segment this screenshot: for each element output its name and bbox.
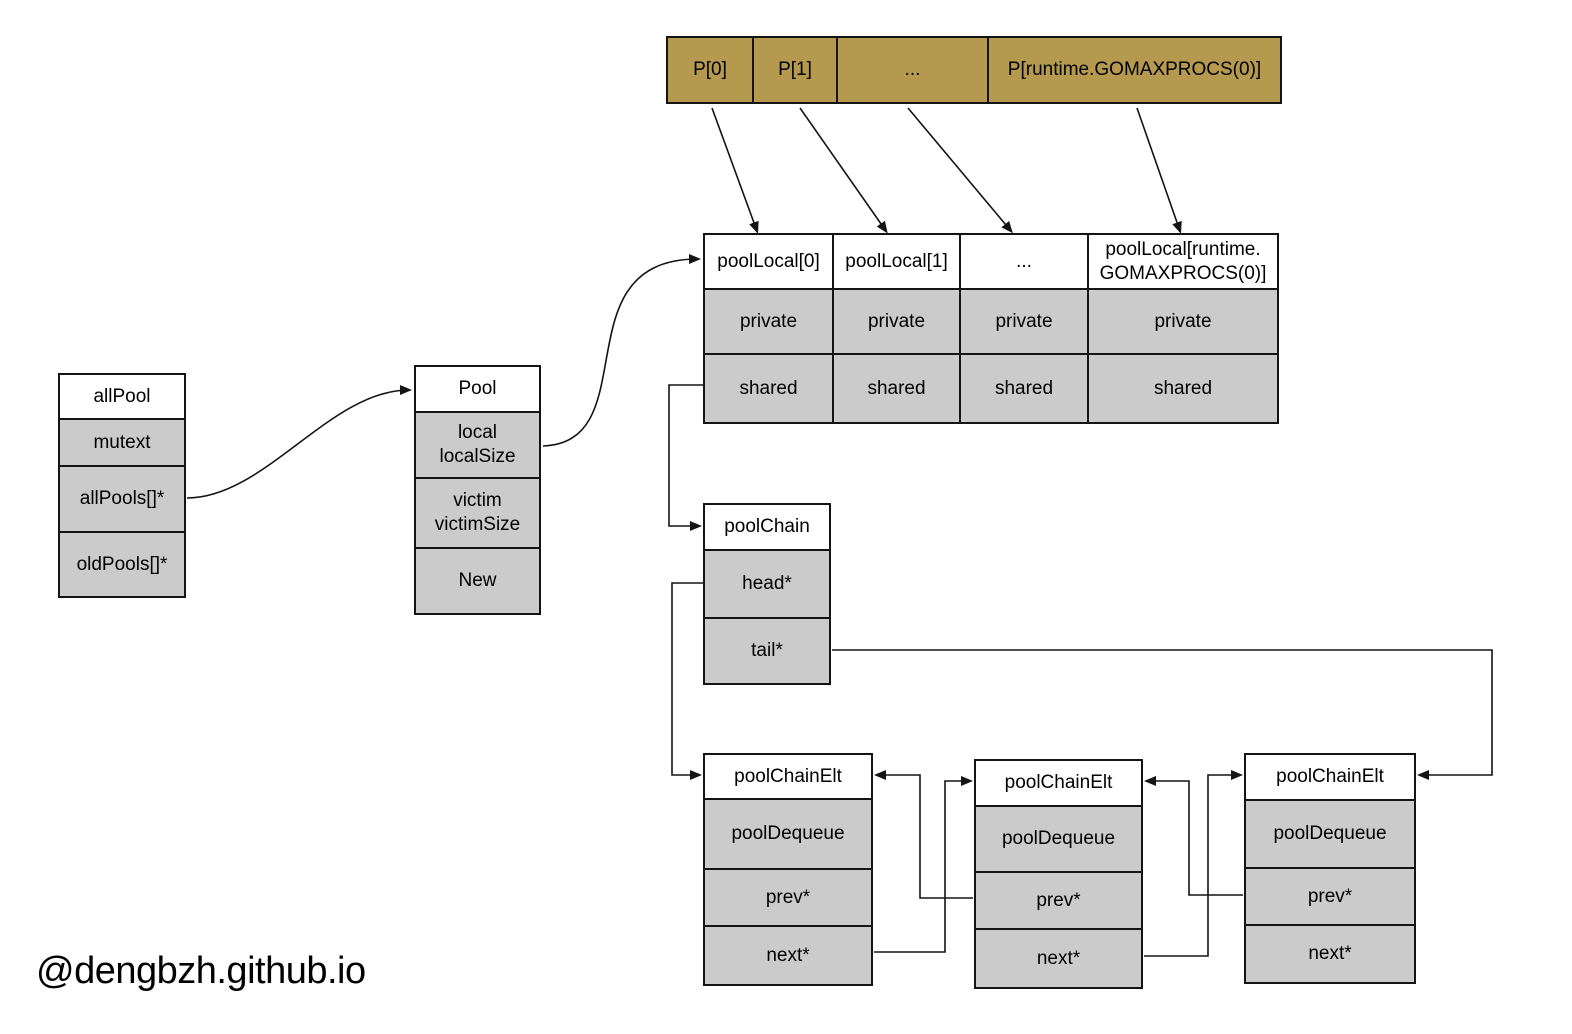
allpool-field-oldpools: oldPools[]* — [60, 531, 184, 596]
poolchainelt-box-1: poolChainElt poolDequeue prev* next* — [703, 753, 873, 986]
poolchainelt-box-2: poolChainElt poolDequeue prev* next* — [974, 759, 1143, 989]
p-array-cell-0: P[0] — [666, 36, 754, 104]
poolchain-box: poolChain head* tail* — [703, 503, 831, 685]
poolchainelt2-title: poolChainElt — [976, 761, 1141, 805]
arrow-shared-to-poolchain — [668, 384, 703, 531]
arrow-elt2-next-to-elt3 — [1144, 770, 1243, 957]
arrow-pn-to-poollocaln — [1136, 107, 1182, 234]
poolchainelt2-field-pooldequeue: poolDequeue — [976, 805, 1141, 871]
shared-cell-2: shared — [961, 355, 1089, 422]
arrow-elt1-next-to-elt2 — [874, 776, 973, 953]
arrow-head-to-elt1 — [671, 582, 703, 780]
poolchainelt1-field-prev: prev* — [705, 868, 871, 925]
pool-local-header-dots: ... — [961, 235, 1089, 290]
shared-cell-3: shared — [1089, 355, 1277, 422]
pool-field-local: local localSize — [416, 411, 539, 477]
pool-box: Pool local localSize victim victimSize N… — [414, 365, 541, 615]
arrow-elt2-prev-to-elt1 — [874, 770, 973, 899]
poolchainelt3-title: poolChainElt — [1246, 755, 1414, 799]
poolchainelt1-title: poolChainElt — [705, 755, 871, 798]
arrow-p0-to-poollocal0 — [711, 107, 759, 234]
arrow-pdots-to-poollocaldots — [907, 107, 1013, 234]
pool-title: Pool — [416, 367, 539, 411]
poolchainelt2-field-prev: prev* — [976, 871, 1141, 928]
pool-local-table: poolLocal[0] poolLocal[1] ... poolLocal[… — [703, 233, 1279, 424]
arrow-allpools-to-pool — [186, 385, 412, 499]
p-array-cell-1: P[1] — [752, 36, 838, 104]
p-array-bar: P[0] P[1] ... P[runtime.GOMAXPROCS(0)] — [666, 36, 1282, 104]
arrow-local-to-poollocal — [542, 254, 701, 447]
poolchainelt1-field-next: next* — [705, 925, 871, 984]
arrow-elt3-prev-to-elt2 — [1144, 776, 1243, 896]
poolchainelt3-field-pooldequeue: poolDequeue — [1246, 799, 1414, 867]
allpool-field-allpools: allPools[]* — [60, 465, 184, 531]
poolchain-field-tail: tail* — [705, 617, 829, 683]
poolchainelt3-field-prev: prev* — [1246, 867, 1414, 924]
poolchainelt2-field-next: next* — [976, 928, 1141, 987]
private-cell-1: private — [834, 290, 961, 355]
p-array-cell-n: P[runtime.GOMAXPROCS(0)] — [987, 36, 1282, 104]
poolchainelt3-field-next: next* — [1246, 924, 1414, 982]
allpool-field-mutext: mutext — [60, 418, 184, 465]
watermark: @dengbzh.github.io — [36, 950, 366, 992]
pool-local-header-0: poolLocal[0] — [705, 235, 834, 290]
poolchain-title: poolChain — [705, 505, 829, 549]
shared-cell-0: shared — [705, 355, 834, 422]
pool-local-header-1: poolLocal[1] — [834, 235, 961, 290]
pool-field-victim: victim victimSize — [416, 477, 539, 547]
p-array-cell-dots: ... — [836, 36, 989, 104]
poolchainelt-box-3: poolChainElt poolDequeue prev* next* — [1244, 753, 1416, 984]
arrow-p1-to-poollocal1 — [799, 107, 888, 234]
arrow-tail-to-elt3 — [832, 649, 1493, 780]
allpool-title: allPool — [60, 375, 184, 418]
shared-cell-1: shared — [834, 355, 961, 422]
private-cell-0: private — [705, 290, 834, 355]
pool-field-new: New — [416, 547, 539, 613]
pool-local-header-n: poolLocal[runtime. GOMAXPROCS(0)] — [1089, 235, 1277, 290]
poolchain-field-head: head* — [705, 549, 829, 617]
private-cell-2: private — [961, 290, 1089, 355]
poolchainelt1-field-pooldequeue: poolDequeue — [705, 798, 871, 868]
allpool-box: allPool mutext allPools[]* oldPools[]* — [58, 373, 186, 598]
private-cell-3: private — [1089, 290, 1277, 355]
